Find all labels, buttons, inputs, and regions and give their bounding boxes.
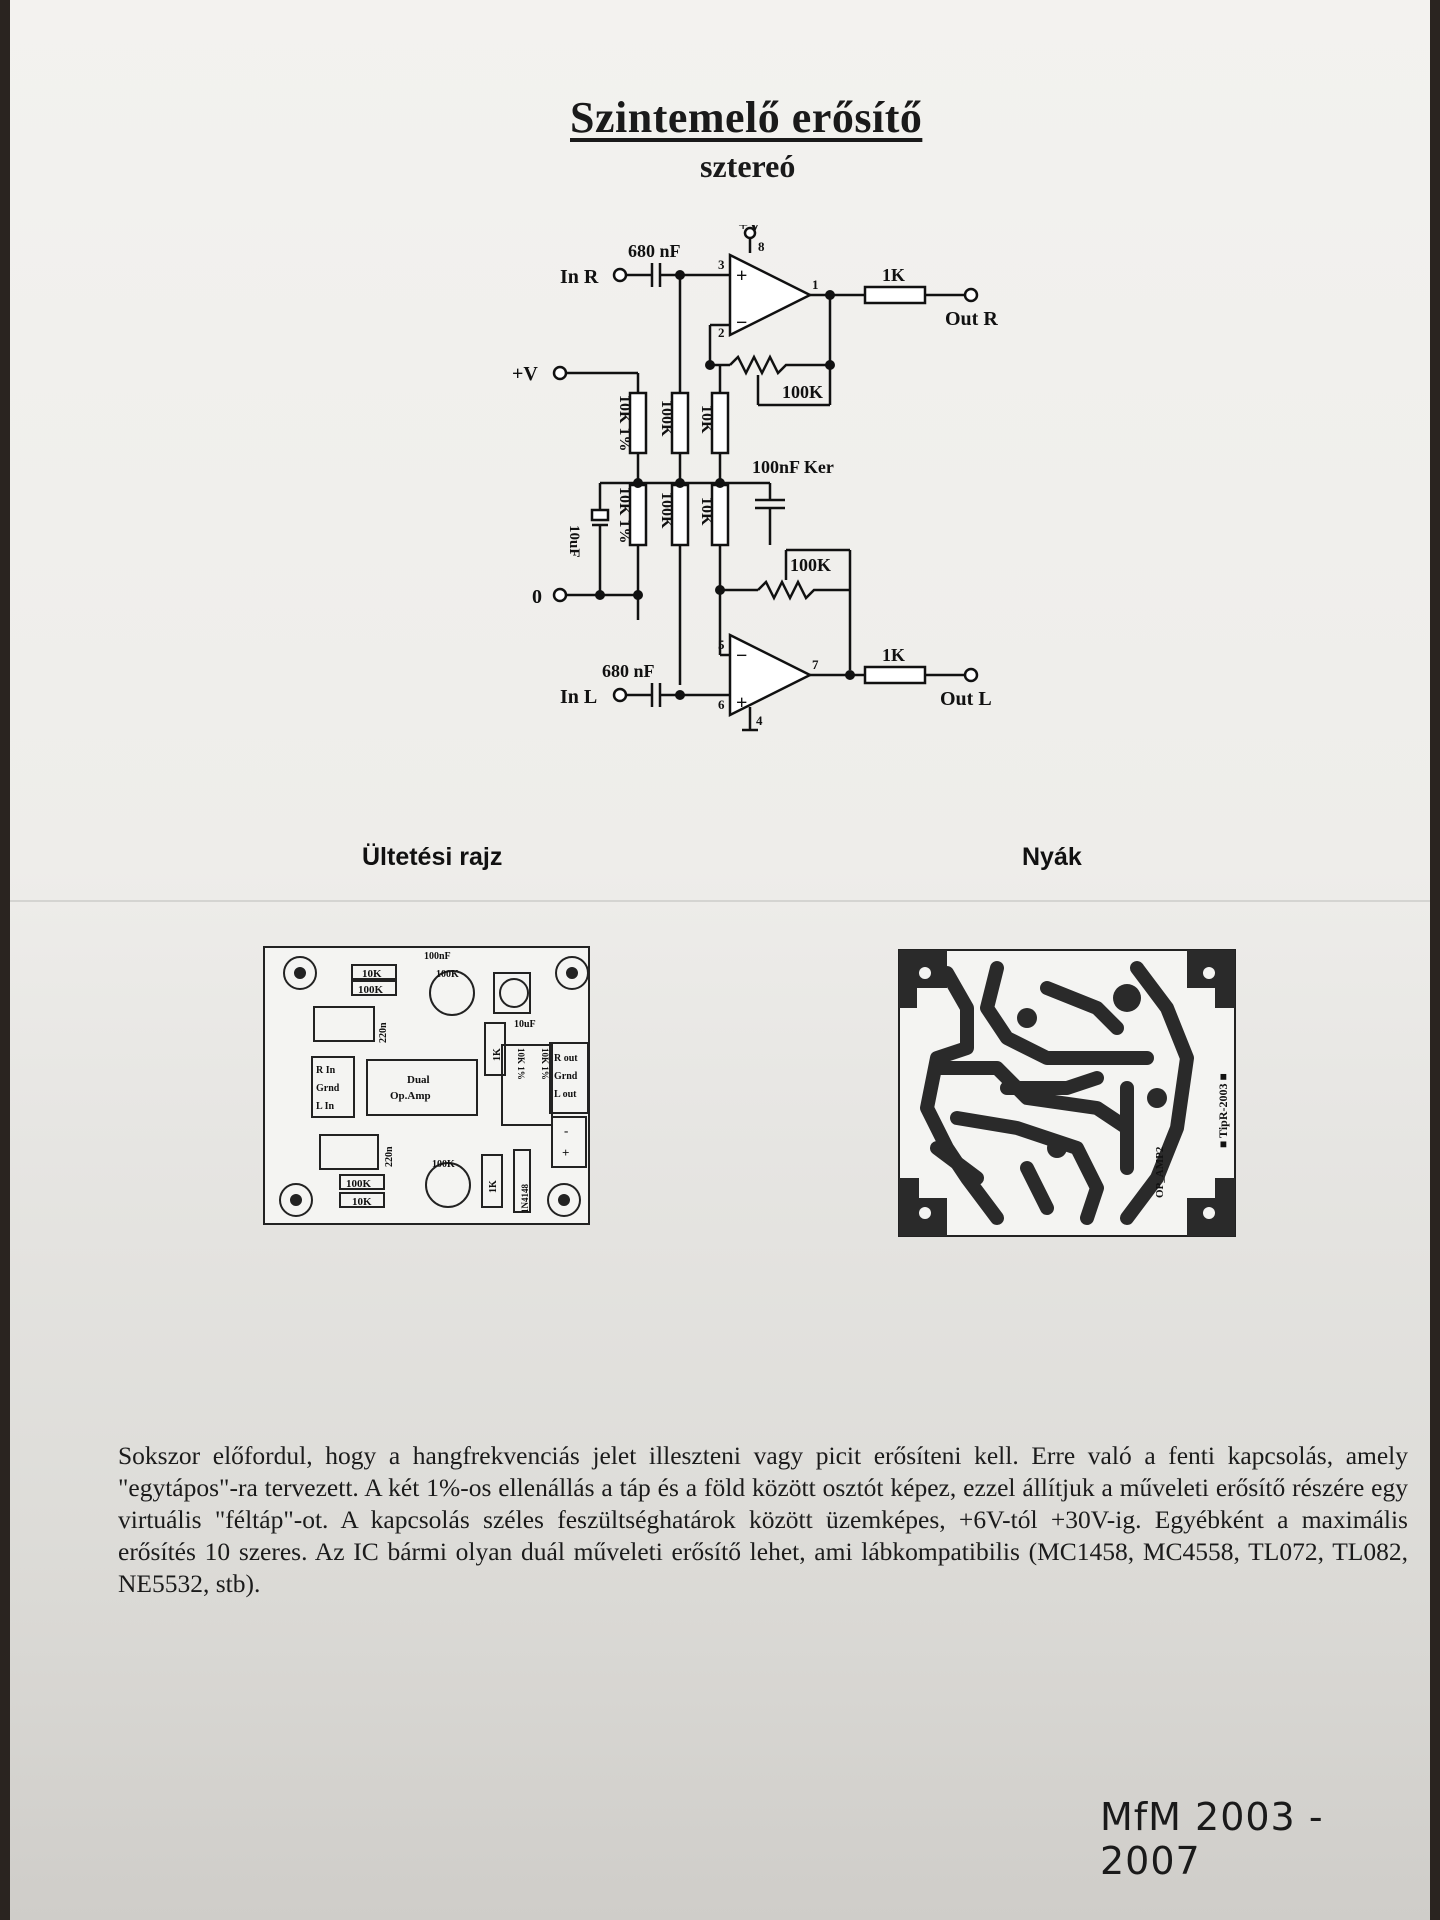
placement-label: Dual: [407, 1074, 430, 1086]
label-pot-top: 100K: [782, 382, 823, 402]
label-in-l: In L: [560, 686, 597, 708]
placement-label: 100K: [436, 969, 459, 980]
placement-label: 1K: [492, 1048, 503, 1061]
label-r-div-top: 10K 1%: [616, 395, 633, 451]
placement-label: 10K: [362, 968, 382, 980]
placement-label: 1K: [488, 1180, 499, 1193]
label-out-l: Out L: [940, 688, 992, 710]
label-elko: 10uF: [566, 525, 582, 558]
placement-label: 220n: [384, 1146, 395, 1167]
pcb-title: Nyák: [1022, 843, 1082, 871]
paper-sheet: Szintemelő erősítő sztereó: [10, 0, 1430, 1920]
placement-title: Ültetési rajz: [362, 843, 503, 871]
label-r-out-top: 1K: [882, 265, 905, 285]
pcb-layout: ■ TipR-2003 ■ OP_AMP2: [898, 949, 1236, 1237]
placement-label: L out: [554, 1089, 577, 1100]
label-r-bias-top: 100K: [658, 400, 675, 437]
placement-label: 100K: [358, 984, 384, 996]
placement-label: Grnd: [316, 1083, 340, 1094]
label-r-out-bottom: 1K: [882, 645, 905, 665]
placement-label: R In: [316, 1065, 336, 1076]
placement-label: L In: [316, 1101, 335, 1112]
circuit-schematic: In R In L Out R Out L +V +V 0 680 nF 680…: [512, 225, 998, 732]
opamp-sign: +: [736, 265, 747, 287]
placement-label: 100nF: [424, 951, 451, 962]
handwritten-signature: MfM 2003 - 2007: [1100, 1795, 1324, 1883]
label-cap-bottom: 680 nF: [602, 661, 655, 681]
label-zero: 0: [532, 586, 542, 608]
label-out-r: Out R: [945, 308, 998, 330]
placement-label: 10uF: [514, 1019, 536, 1030]
placement-label: Op.Amp: [390, 1090, 431, 1102]
pin-label: 4: [756, 713, 763, 728]
label-r-fb-bottom: 10K: [698, 497, 715, 526]
pin-label: 1: [812, 277, 819, 292]
fold-line: [10, 900, 1430, 902]
placement-label: 1N4148: [520, 1184, 530, 1213]
placement-label: +: [562, 1145, 569, 1160]
description-paragraph: Sokszor előfordul, hogy a hangfrekvenciá…: [118, 1441, 1408, 1598]
placement-label: Grnd: [554, 1071, 578, 1082]
placement-label: 220n: [378, 1022, 389, 1043]
opamp-sign: +: [736, 692, 747, 714]
placement-drawing: 100nF 10K 100K 100K 220n 1K 10uF R In Gr…: [263, 946, 590, 1225]
pin-label: 6: [718, 697, 725, 712]
placement-label: R out: [554, 1053, 578, 1064]
placement-label: -: [564, 1123, 568, 1138]
pin-label: 2: [718, 325, 725, 340]
pin-label: 3: [718, 257, 725, 272]
label-r-bias-bottom: 100K: [658, 492, 675, 529]
pin-label: 7: [812, 657, 819, 672]
label-r-div-bottom: 10K 1%: [616, 487, 633, 543]
pcb-label-vertical: ■ TipR-2003 ■: [1216, 1073, 1230, 1148]
pcb-label-code: OP_AMP2: [1154, 1146, 1166, 1198]
label-plus-v-left: +V: [512, 363, 538, 385]
pin-label: 5: [718, 637, 725, 652]
page-title: Szintemelő erősítő: [570, 93, 923, 142]
opamp-sign: −: [736, 645, 747, 667]
placement-label: 10K 1%: [516, 1048, 526, 1080]
opamp-sign: −: [736, 312, 747, 334]
page-subtitle: sztereó: [700, 148, 796, 184]
placement-label: 100K: [346, 1178, 372, 1190]
label-in-r: In R: [560, 266, 599, 288]
label-cap-ker: 100nF Ker: [752, 457, 834, 477]
label-plus-v-top: +V: [738, 225, 761, 235]
placement-label: 10K 1%: [540, 1048, 550, 1080]
label-pot-bottom: 100K: [790, 555, 831, 575]
label-r-fb-top: 10K: [698, 405, 715, 434]
placement-label: 100K: [432, 1159, 455, 1170]
placement-label: 10K: [352, 1196, 372, 1208]
pin-label: 8: [758, 239, 765, 254]
label-cap-top: 680 nF: [628, 241, 681, 261]
